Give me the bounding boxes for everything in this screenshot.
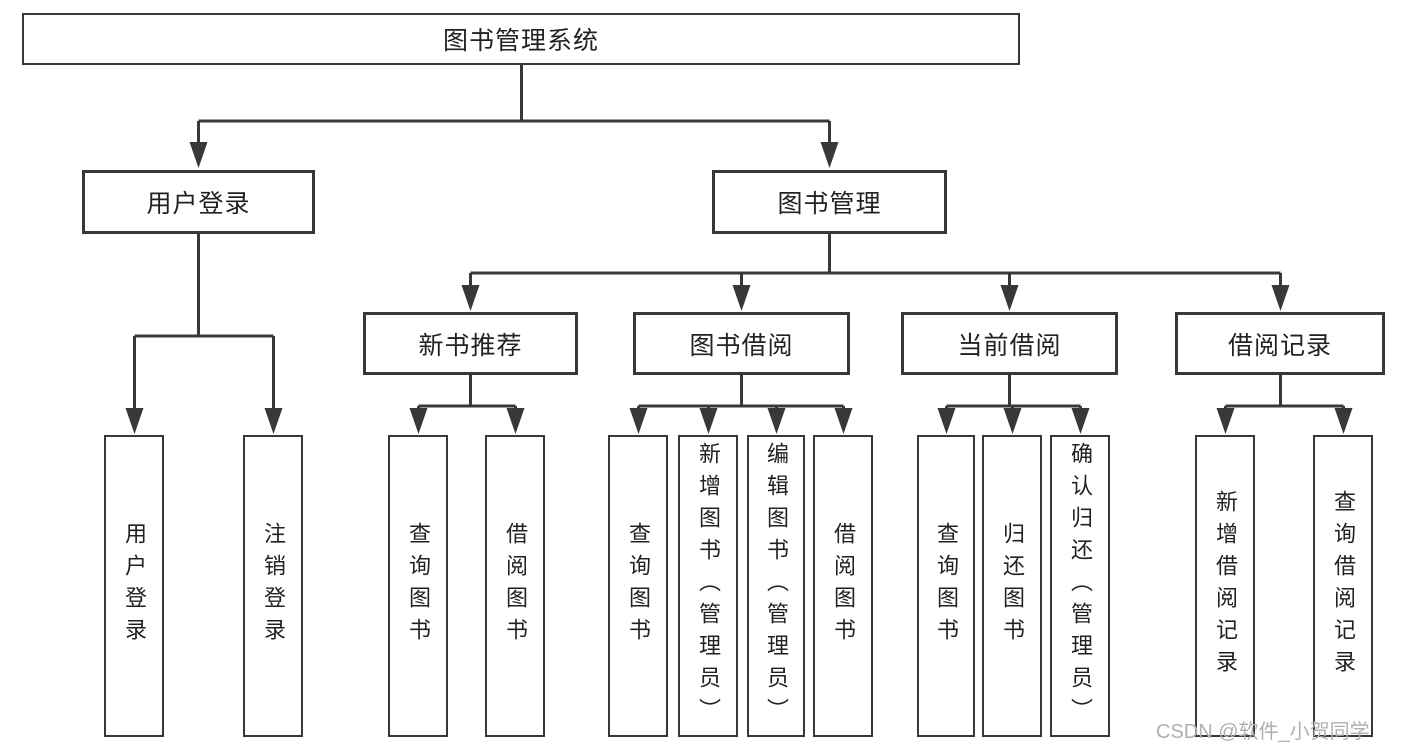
leaf-query-borrow-record-label: 查询借阅记录 [1331,490,1356,682]
leaf-return-books: 归还图书 [982,435,1042,737]
node-current-borrow-label: 当前借阅 [957,331,1062,360]
leaf-add-borrow-record: 新增借阅记录 [1195,435,1255,737]
leaf-user-login-label: 用户登录 [122,522,147,650]
leaf-borrow-books-recommend-label: 借阅图书 [503,522,528,650]
leaf-query-books-current-label: 查询图书 [934,522,959,650]
leaf-query-books-borrow-label: 查询图书 [626,522,651,650]
node-new-book-recommend: 新书推荐 [363,312,578,375]
leaf-return-books-label: 归还图书 [1000,522,1025,650]
leaf-query-books-current: 查询图书 [917,435,975,737]
node-root-system-label: 图书管理系统 [442,27,599,55]
leaf-logout: 注销登录 [243,435,303,737]
node-borrow-records-label: 借阅记录 [1227,331,1332,360]
node-user-login-label: 用户登录 [146,190,251,218]
node-root-system: 图书管理系统 [22,13,1020,65]
leaf-query-books-borrow: 查询图书 [608,435,668,737]
leaf-confirm-return-admin: 确认归还（管理员） [1050,435,1110,737]
node-book-management-label: 图书管理 [777,190,882,218]
leaf-borrow-books: 借阅图书 [813,435,873,737]
leaf-query-books-recommend: 查询图书 [388,435,448,737]
leaf-add-books-admin-label: 新增图书（管理员） [696,442,721,730]
watermark: CSDN @软件_小贺同学 [1156,721,1370,743]
node-book-borrow-label: 图书借阅 [689,331,794,360]
leaf-edit-books-admin: 编辑图书（管理员） [747,435,805,737]
leaf-confirm-return-admin-label: 确认归还（管理员） [1068,442,1093,730]
node-book-borrow: 图书借阅 [633,312,850,375]
leaf-query-borrow-record: 查询借阅记录 [1313,435,1373,737]
node-book-management: 图书管理 [712,170,947,234]
leaf-edit-books-admin-label: 编辑图书（管理员） [764,442,789,730]
leaf-user-login: 用户登录 [104,435,164,737]
leaf-add-borrow-record-label: 新增借阅记录 [1213,490,1238,682]
node-new-book-recommend-label: 新书推荐 [418,331,523,360]
node-borrow-records: 借阅记录 [1175,312,1385,375]
leaf-add-books-admin: 新增图书（管理员） [678,435,738,737]
node-user-login: 用户登录 [82,170,315,234]
leaf-logout-label: 注销登录 [261,522,286,650]
leaf-query-books-recommend-label: 查询图书 [406,522,431,650]
leaf-borrow-books-label: 借阅图书 [831,522,856,650]
node-current-borrow: 当前借阅 [901,312,1118,375]
leaf-borrow-books-recommend: 借阅图书 [485,435,545,737]
